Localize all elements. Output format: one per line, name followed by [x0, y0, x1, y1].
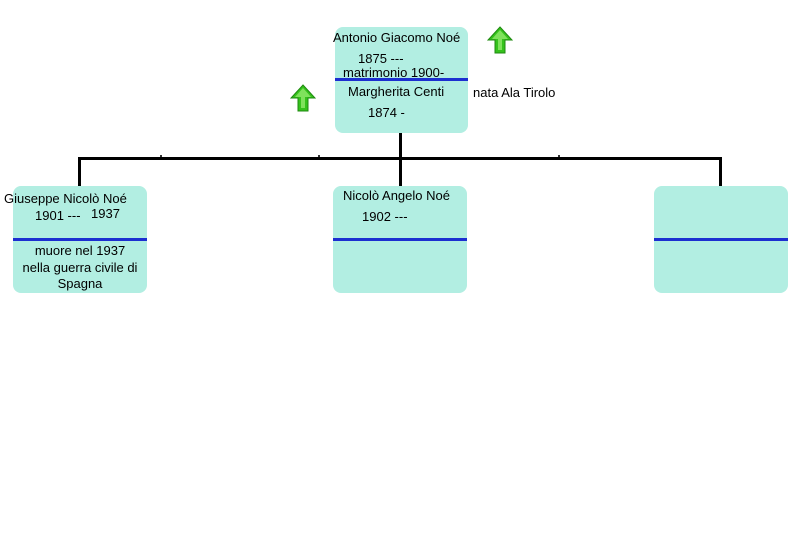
mother-birth: 1874 -	[368, 105, 405, 120]
child-1-death: 1937	[91, 206, 120, 221]
connector-horizontal-bar	[78, 157, 722, 160]
child-1-divider	[13, 238, 147, 241]
child-2-birth: 1902 ---	[362, 209, 408, 224]
child-2-divider	[333, 238, 467, 241]
child-3-divider	[654, 238, 788, 241]
green-up-arrow-icon[interactable]	[487, 26, 513, 54]
child-1-note-line-1: muore nel 1937	[34, 243, 126, 258]
child-1-birth: 1901 ---	[35, 208, 81, 223]
marriage-text: matrimonio 1900-	[343, 65, 445, 80]
mother-name: Margherita Centi	[348, 84, 445, 99]
connector-tick	[558, 155, 560, 157]
connector-child-3-drop	[719, 157, 722, 187]
parents-divider	[335, 78, 468, 81]
child-1-note-line-3: Spagna	[57, 276, 103, 291]
father-dates: 1875 ---	[358, 51, 404, 66]
connector-tick	[318, 155, 320, 157]
connector-tick	[160, 155, 162, 157]
green-up-arrow-icon[interactable]	[290, 84, 316, 112]
connector-child-1-drop	[78, 157, 81, 187]
child-1-name: Giuseppe Nicolò Noé	[4, 191, 127, 206]
child-2-name: Nicolò Angelo Noé	[343, 188, 450, 203]
father-name: Antonio Giacomo Noé	[333, 30, 461, 45]
child-1-note-line-2: nella guerra civile di	[22, 260, 138, 275]
mother-note: nata Ala Tirolo	[473, 85, 556, 100]
